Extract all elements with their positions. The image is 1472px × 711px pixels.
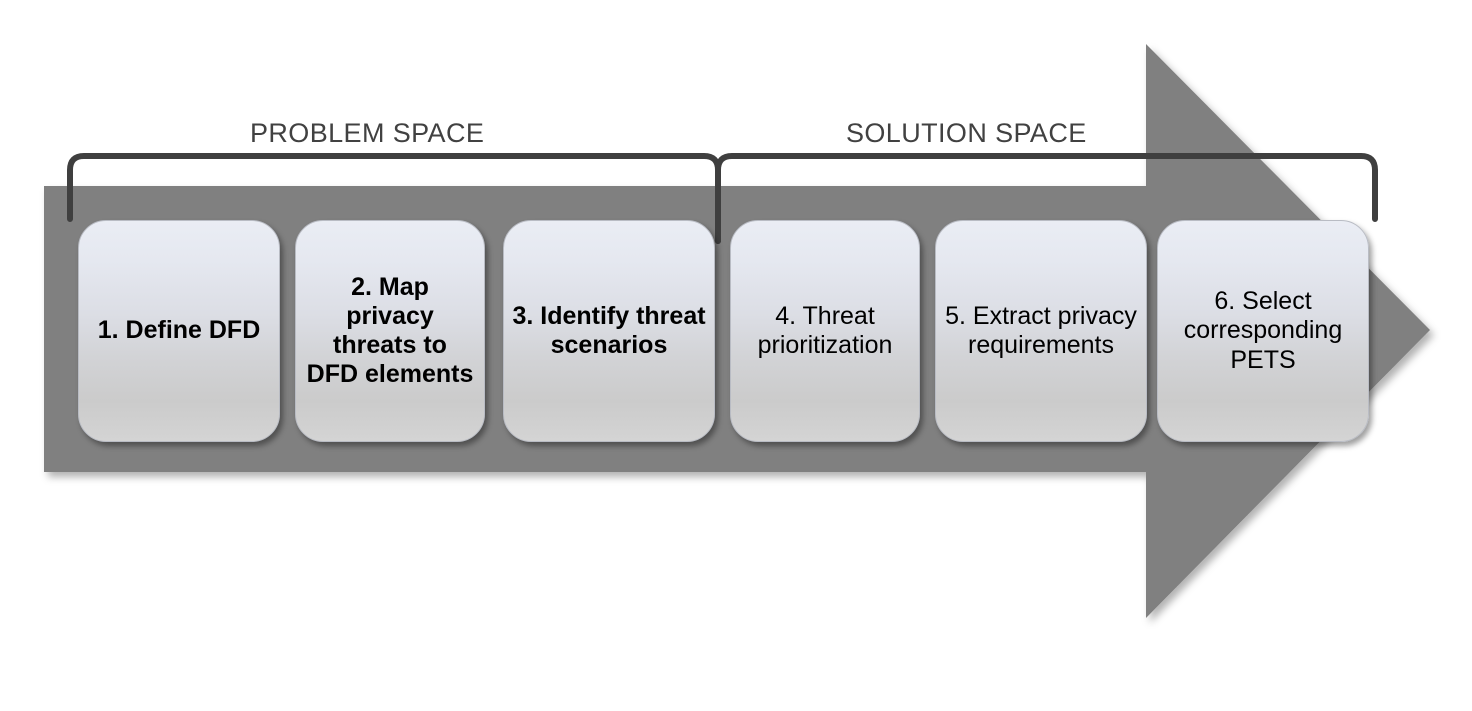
step-label-3: 3. Identify threat scenarios	[512, 301, 706, 359]
step-label-2: 2. Map privacy threats to DFD elements	[306, 272, 474, 389]
section-label-solution-space: SOLUTION SPACE	[846, 118, 1087, 148]
step-box-2[interactable]: 2. Map privacy threats to DFD elements	[295, 220, 485, 442]
step-box-1[interactable]: 1. Define DFD	[78, 220, 280, 442]
step-label-1: 1. Define DFD	[97, 316, 261, 345]
step-box-3[interactable]: 3. Identify threat scenarios	[503, 220, 715, 442]
step-box-5[interactable]: 5. Extract privacy requirements	[935, 220, 1147, 442]
step-label-6: 6. Select corresponding PETS	[1183, 287, 1343, 374]
step-label-5: 5. Extract privacy requirements	[945, 301, 1137, 359]
step-label-4: 4. Threat prioritization	[757, 301, 893, 359]
section-label-problem-space: PROBLEM SPACE	[250, 118, 485, 148]
bracket-solution-space	[715, 153, 1378, 244]
step-box-4[interactable]: 4. Threat prioritization	[730, 220, 920, 442]
step-box-6[interactable]: 6. Select corresponding PETS	[1157, 220, 1369, 442]
